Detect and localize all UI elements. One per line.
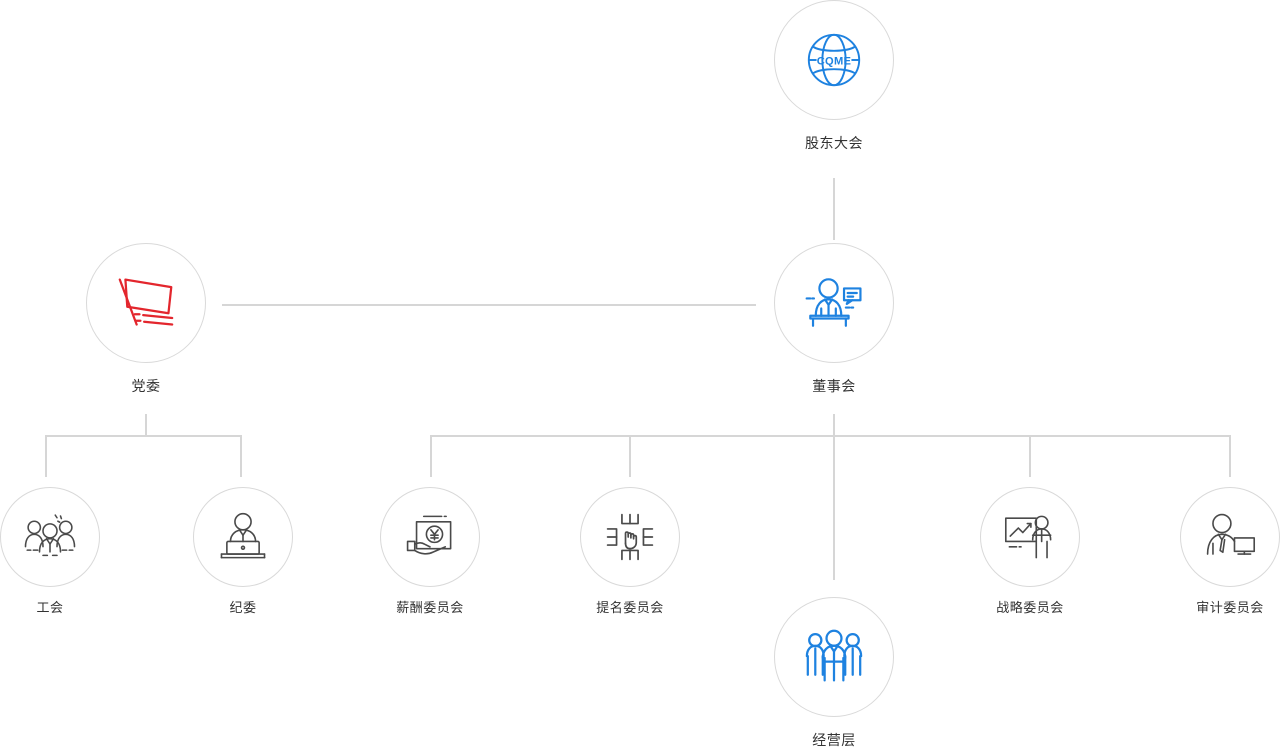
- node-party-committee-label: 党委: [131, 378, 161, 394]
- node-party-committee[interactable]: 党委: [84, 243, 208, 395]
- node-board[interactable]: 董事会: [772, 243, 896, 395]
- red-flag-icon: [114, 274, 178, 332]
- connector-party-stem: [145, 414, 147, 436]
- node-compensation-committee-label: 薪酬委员会: [396, 600, 464, 615]
- node-labor-union[interactable]: 工会: [0, 487, 112, 617]
- node-nomination-committee[interactable]: 提名委员会: [568, 487, 692, 617]
- node-board-label: 董事会: [812, 378, 856, 394]
- node-discipline-committee-label: 纪委: [229, 600, 257, 615]
- node-board-circle[interactable]: [774, 243, 894, 363]
- node-labor-union-circle[interactable]: [0, 487, 100, 587]
- node-discipline-committee[interactable]: 纪委: [181, 487, 305, 617]
- node-nomination-committee-circle[interactable]: [580, 487, 680, 587]
- node-audit-committee[interactable]: 审计委员会: [1168, 487, 1280, 617]
- node-party-committee-circle[interactable]: [86, 243, 206, 363]
- cqme-globe-icon: CQME: [803, 29, 865, 91]
- connector-board-to-management: [833, 435, 835, 580]
- connector-shareholders-to-board: [833, 178, 835, 240]
- svg-text:CQME: CQME: [817, 55, 852, 67]
- node-audit-committee-label: 审计委员会: [1196, 600, 1264, 615]
- node-strategy-committee-circle[interactable]: [980, 487, 1080, 587]
- node-compensation-committee[interactable]: 薪酬委员会: [368, 487, 492, 617]
- person-monitor-icon: [1202, 511, 1258, 563]
- speaker-podium-icon: [803, 273, 865, 333]
- connector-party-bus: [45, 435, 242, 437]
- node-nomination-committee-label: 提名委员会: [596, 600, 664, 615]
- node-shareholders-label: 股东大会: [805, 135, 863, 151]
- connector-drop-nomination-committee: [629, 435, 631, 477]
- connector-board-bus: [430, 435, 1230, 437]
- node-compensation-committee-circle[interactable]: [380, 487, 480, 587]
- node-management[interactable]: 经营层: [772, 597, 896, 749]
- node-shareholders-circle[interactable]: CQME: [774, 0, 894, 120]
- connector-party-to-board: [222, 304, 756, 306]
- connector-drop-audit-committee: [1229, 435, 1231, 477]
- people-group-icon: [22, 511, 78, 563]
- node-strategy-committee-label: 战略委员会: [996, 600, 1064, 615]
- node-discipline-committee-circle[interactable]: [193, 487, 293, 587]
- connector-drop-compensation-committee: [430, 435, 432, 477]
- connector-drop-discipline-committee: [240, 435, 242, 477]
- node-management-circle[interactable]: [774, 597, 894, 717]
- node-audit-committee-circle[interactable]: [1180, 487, 1280, 587]
- connector-board-stem: [833, 414, 835, 436]
- connector-drop-labor-union: [45, 435, 47, 477]
- connector-drop-strategy-committee: [1029, 435, 1031, 477]
- select-hand-icon: [604, 511, 656, 563]
- hand-yen-document-icon: [402, 511, 458, 563]
- node-shareholders[interactable]: CQME 股东大会: [772, 0, 896, 152]
- person-desk-icon: [216, 511, 270, 563]
- node-strategy-committee[interactable]: 战略委员会: [968, 487, 1092, 617]
- three-people-icon: [803, 628, 865, 686]
- presentation-chart-icon: [1002, 511, 1058, 563]
- node-management-label: 经营层: [812, 732, 856, 748]
- node-labor-union-label: 工会: [36, 600, 64, 615]
